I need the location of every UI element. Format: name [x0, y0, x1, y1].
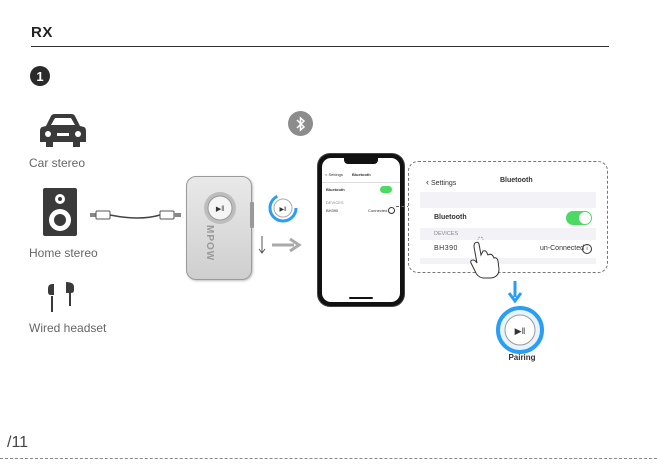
right-arrow-icon	[272, 237, 302, 258]
svg-text:▶‖: ▶‖	[279, 207, 286, 213]
zoomed-settings-panel: ‹ Settings Bluetooth Bluetooth DEVICES B…	[408, 161, 608, 273]
phone-device-status: Connected	[368, 208, 387, 213]
phone-bluetooth-toggle[interactable]	[380, 186, 392, 193]
phone-screen: < Settings Bluetooth Bluetooth DEVICES B…	[322, 158, 400, 302]
device-brand: MPOW	[204, 225, 215, 261]
footer-line	[0, 458, 657, 459]
tapping-hand-icon	[469, 241, 501, 284]
zoom-back-button[interactable]: ‹ Settings	[426, 177, 456, 187]
zoom-info-icon[interactable]: i	[582, 244, 592, 254]
pairing-button-icon: ▶‖	[496, 306, 544, 359]
step-badge: 1	[30, 66, 50, 86]
phone-bluetooth-label: Bluetooth	[326, 187, 345, 192]
zoom-devices-header: DEVICES	[434, 231, 458, 237]
press-down-arrow-icon	[258, 236, 266, 259]
phone-info-icon[interactable]	[388, 207, 395, 214]
zoom-device-row[interactable]: BH390 un-Connected i	[420, 240, 596, 258]
down-arrow-icon	[508, 281, 522, 308]
zoom-device-name[interactable]: BH390	[434, 245, 458, 252]
car-stereo-label: Car stereo	[29, 156, 85, 170]
zoom-bluetooth-row: Bluetooth	[420, 208, 596, 228]
zoomed-settings-screen: ‹ Settings Bluetooth Bluetooth DEVICES B…	[420, 170, 596, 264]
home-stereo-label: Home stereo	[29, 246, 98, 260]
header-rule	[31, 46, 609, 47]
pairing-button-ring-icon: ▶‖	[268, 193, 298, 228]
wired-headset-label: Wired headset	[29, 321, 106, 335]
phone-title: Bluetooth	[352, 172, 371, 177]
zoom-bluetooth-toggle[interactable]	[566, 211, 592, 225]
phone-notch	[344, 158, 378, 164]
svg-text:▶‖: ▶‖	[216, 206, 224, 213]
zoom-device-status: un-Connected	[540, 245, 584, 252]
zoom-nav-bar: ‹ Settings Bluetooth	[420, 170, 596, 192]
aux-cable-icon	[90, 209, 186, 221]
svg-text:▶‖: ▶‖	[515, 326, 526, 336]
car-icon	[38, 112, 88, 150]
phone: < Settings Bluetooth Bluetooth DEVICES B…	[318, 154, 404, 306]
phone-back-link[interactable]: < Settings	[325, 172, 343, 177]
zoom-bluetooth-label: Bluetooth	[434, 214, 467, 221]
page-number: /11	[7, 434, 28, 452]
speaker-icon	[42, 187, 78, 237]
bluetooth-icon	[288, 111, 313, 136]
pairing-label: Pairing	[492, 353, 552, 362]
device-side-switch	[250, 202, 254, 228]
phone-devices-header: DEVICES	[326, 200, 344, 205]
headset-icon	[46, 282, 76, 318]
receiver-device: ▶‖ MPOW	[186, 176, 252, 280]
section-title: RX	[31, 24, 53, 41]
phone-device-name[interactable]: BH390	[326, 208, 338, 213]
phone-home-indicator	[349, 297, 373, 299]
zoom-nav-title: Bluetooth	[500, 177, 533, 184]
